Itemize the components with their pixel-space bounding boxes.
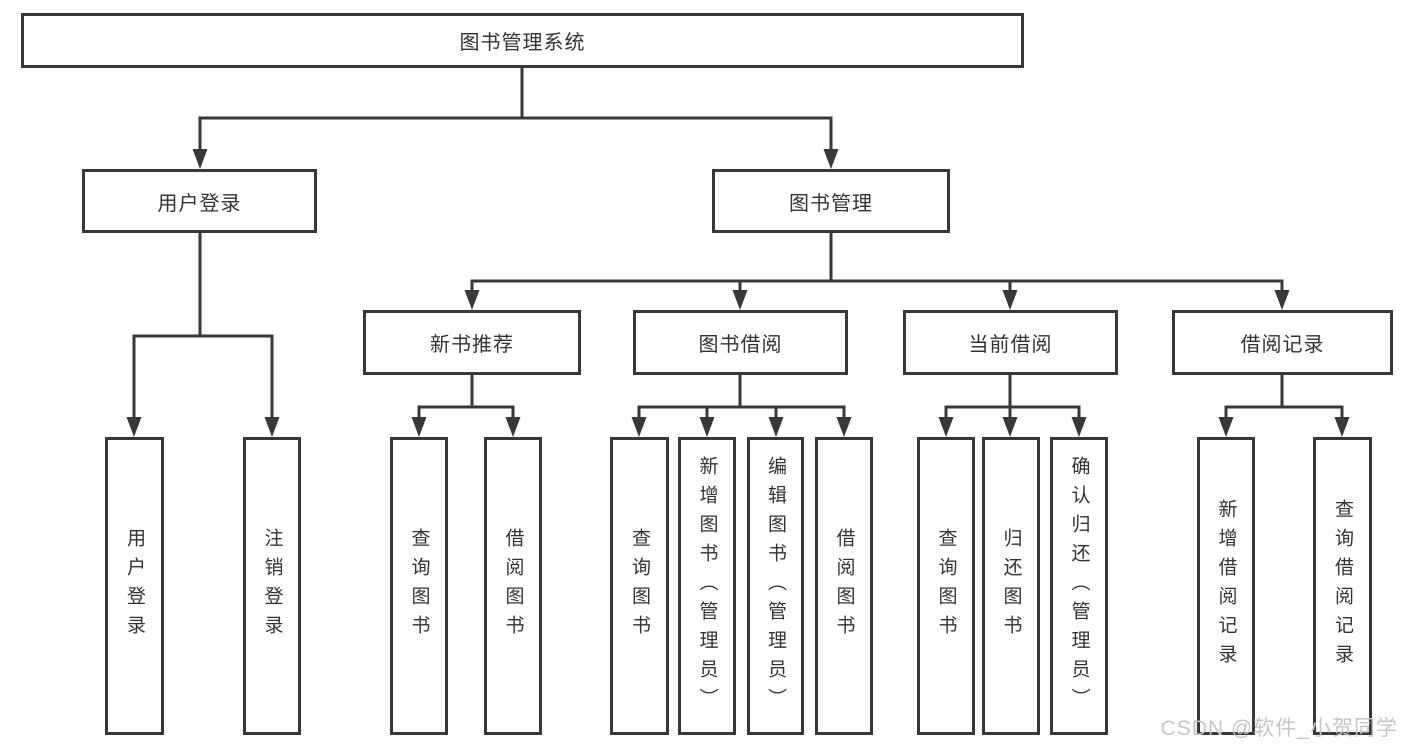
leaf-query-books-1: 查询图书 [390,437,448,735]
leaf-user-login: 用户登录 [105,437,164,735]
leaf-add-books-admin: 新增图书（管理员） [678,437,736,735]
leaf-query-borrow-record: 查询借阅记录 [1313,437,1372,735]
leaf-confirm-return-admin: 确认归还（管理员） [1050,437,1108,735]
leaf-label: 新增借阅记录 [1215,499,1237,673]
leaf-return-books: 归还图书 [982,437,1040,735]
leaf-add-borrow-record: 新增借阅记录 [1197,437,1255,735]
leaf-label: 新增图书（管理员） [696,455,718,717]
leaf-query-books-3: 查询图书 [917,437,975,735]
leaf-query-books-2: 查询图书 [610,437,669,735]
leaf-label: 查询图书 [629,528,650,644]
node-book-management: 图书管理 [712,169,950,233]
leaf-label: 确认归还（管理员） [1068,455,1090,717]
node-user-login: 用户登录 [82,169,317,233]
leaf-borrow-books-2: 借阅图书 [815,437,873,735]
node-current-borrowing: 当前借阅 [903,310,1118,375]
leaf-label: 用户登录 [124,528,145,644]
leaf-label: 归还图书 [1000,528,1022,644]
leaf-label: 查询图书 [935,528,957,644]
leaf-label: 查询借阅记录 [1332,499,1353,673]
node-book-borrowing: 图书借阅 [633,310,848,375]
node-root-system: 图书管理系统 [21,13,1024,68]
leaf-edit-books-admin: 编辑图书（管理员） [747,437,804,735]
leaf-label: 借阅图书 [502,528,524,644]
leaf-label: 查询图书 [408,528,430,644]
leaf-label: 注销登录 [261,528,283,644]
leaf-label: 编辑图书（管理员） [765,455,786,717]
arrowheads [126,149,1350,437]
leaf-logout: 注销登录 [243,437,301,735]
node-new-book-recommend: 新书推荐 [363,310,581,375]
csdn-watermark: CSDN @软件_小贺同学 [1160,717,1398,740]
leaf-label: 借阅图书 [833,528,855,644]
node-borrowing-records: 借阅记录 [1172,310,1393,375]
leaf-borrow-books-1: 借阅图书 [484,437,542,735]
